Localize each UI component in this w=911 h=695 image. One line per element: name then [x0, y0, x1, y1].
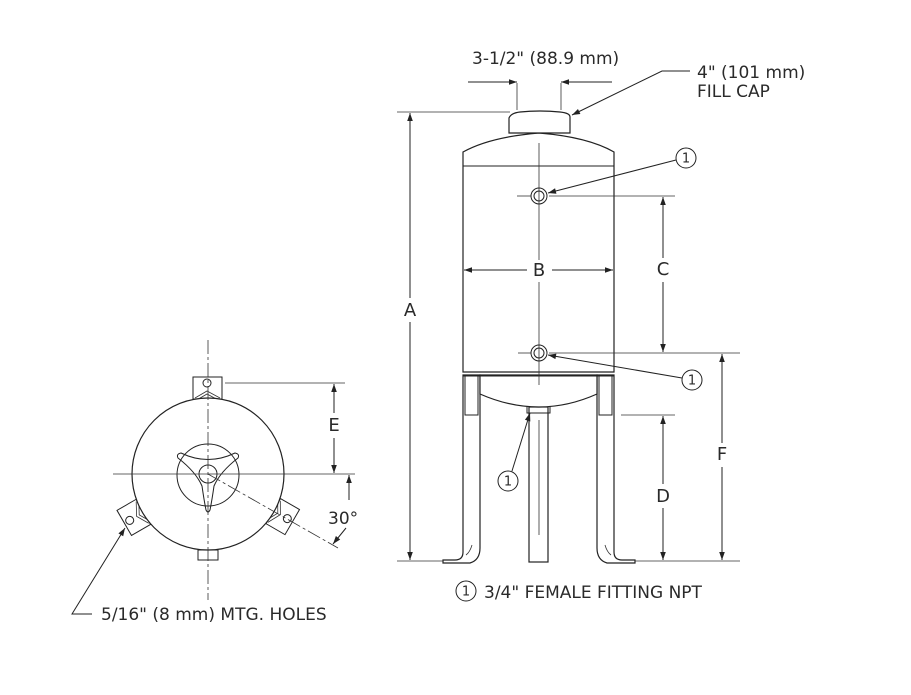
dimension-f-label: F: [717, 444, 727, 465]
legend-callout-number: 1: [462, 585, 470, 600]
dimension-b-label: B: [533, 260, 545, 281]
dimension-b: B: [464, 260, 613, 281]
right-leg: [596, 374, 636, 564]
outlet-width-label: 3-1/2" (88.9 mm): [472, 49, 619, 69]
callout-number: 1: [504, 475, 512, 490]
dimension-c: C: [549, 195, 740, 354]
outlet-width-dimension: 3-1/2" (88.9 mm): [468, 49, 619, 110]
upper-fitting: [517, 187, 548, 205]
fitting-legend: 1 3/4" FEMALE FITTING NPT: [455, 580, 703, 603]
fitting-callout-bottom: 1: [497, 412, 531, 492]
legend-text: 3/4" FEMALE FITTING NPT: [484, 583, 703, 603]
dimension-a-label: A: [404, 300, 417, 321]
bottom-head: [479, 374, 598, 408]
lower-fitting: [518, 344, 548, 362]
top-bracket: [192, 376, 223, 402]
fill-cap-label-line2: FILL CAP: [697, 82, 770, 102]
callout-number: 1: [682, 152, 690, 167]
angle-label: 30°: [328, 509, 358, 529]
center-pipe: [526, 404, 551, 563]
fill-cap-callout: 4" (101 mm) FILL CAP: [571, 63, 805, 116]
dimension-a: A: [397, 111, 510, 562]
dimension-c-label: C: [657, 259, 670, 280]
tank-side-view: [442, 110, 636, 564]
dimension-d: D: [621, 414, 740, 562]
fitting-callout-upper: 1: [547, 147, 697, 194]
dimension-d-label: D: [656, 486, 670, 507]
dimension-f: F: [717, 354, 727, 560]
fitting-callout-lower: 1: [547, 353, 703, 391]
tri-lobe-handle-icon: [176, 452, 240, 513]
left-leg: [442, 374, 481, 564]
mounting-holes-label: 5/16" (8 mm) MTG. HOLES: [101, 605, 327, 625]
tank-shell: [462, 132, 615, 373]
callout-number: 1: [688, 374, 696, 389]
tank-top-view: E 30° 5/16" (8 mm) MTG. HOLES: [71, 340, 358, 625]
fill-cap-label-line1: 4" (101 mm): [697, 63, 805, 83]
dimension-e-label: E: [328, 415, 339, 436]
fill-cap: [508, 110, 571, 134]
